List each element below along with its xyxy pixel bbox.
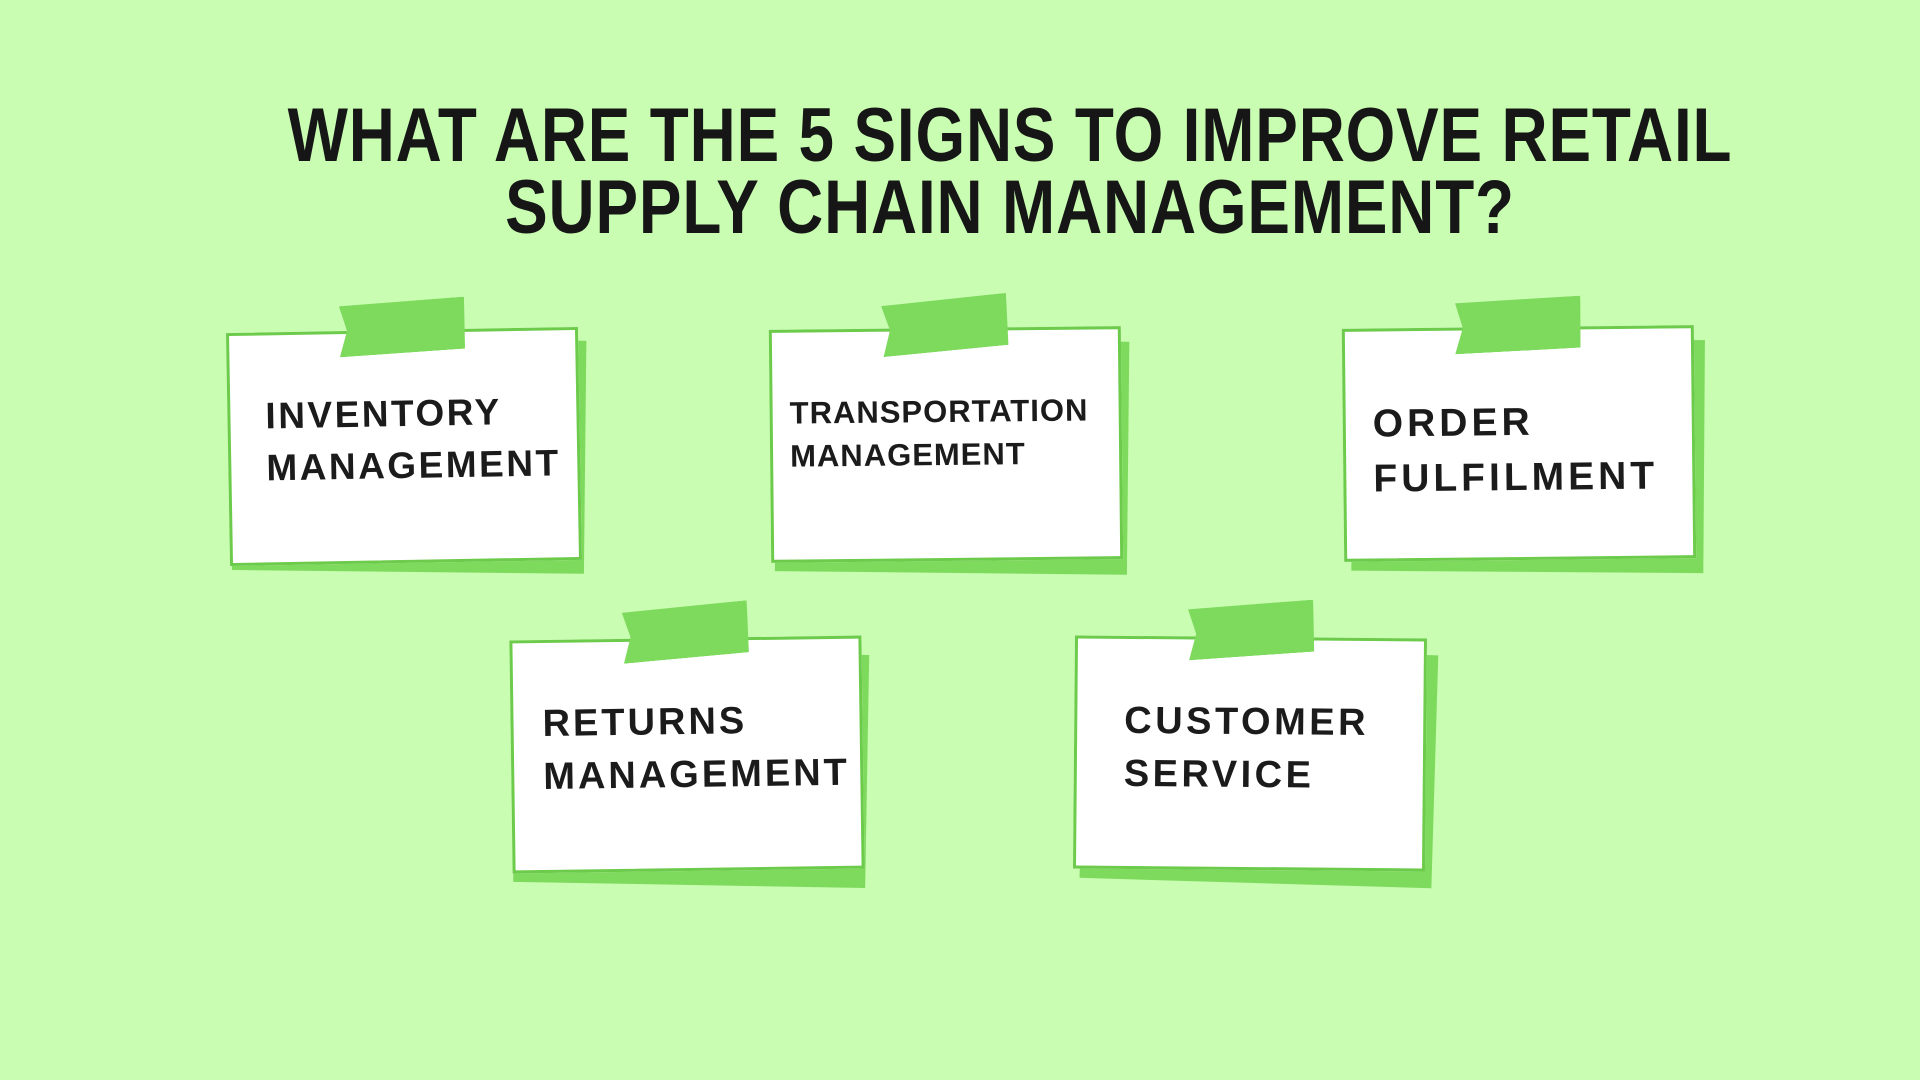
tape-icon <box>1185 600 1316 661</box>
card-label: ORDER FULFILMENT <box>1373 395 1659 507</box>
card-label-line2: FULFILMENT <box>1373 454 1659 501</box>
card-label-line2: MANAGEMENT <box>789 436 1026 475</box>
page-title-line2: SUPPLY CHAIN MANAGEMENT? <box>505 165 1515 251</box>
card-label-line1: ORDER <box>1372 400 1534 446</box>
card-order-fulfilment: ORDER FULFILMENT <box>1341 325 1705 574</box>
card-returns-management: RETURNS MANAGEMENT <box>509 636 870 888</box>
tape-icon <box>336 297 467 358</box>
card-label: TRANSPORTATION MANAGEMENT <box>789 389 1089 479</box>
card-label-line1: RETURNS <box>542 700 748 746</box>
card-customer-service: CUSTOMER SERVICE <box>1072 635 1439 889</box>
card-transportation-management: TRANSPORTATION MANAGEMENT <box>768 326 1130 575</box>
card-label-line2: MANAGEMENT <box>543 751 851 799</box>
card-label-line1: TRANSPORTATION <box>789 392 1089 431</box>
tape-icon <box>1452 296 1583 355</box>
page-title: WHAT ARE THE 5 SIGNS TO IMPROVE RETAIL S… <box>204 93 1817 251</box>
card-label: RETURNS MANAGEMENT <box>542 694 850 805</box>
card-label: CUSTOMER SERVICE <box>1124 695 1370 804</box>
card-label-line1: CUSTOMER <box>1124 699 1370 745</box>
card-label: INVENTORY MANAGEMENT <box>265 385 561 494</box>
card-inventory-management: INVENTORY MANAGEMENT <box>225 327 587 574</box>
card-label-line2: SERVICE <box>1123 753 1315 797</box>
card-label-line2: MANAGEMENT <box>265 442 561 489</box>
page-title-line1: WHAT ARE THE 5 SIGNS TO IMPROVE RETAIL <box>287 93 1733 178</box>
card-label-line1: INVENTORY <box>265 391 503 437</box>
